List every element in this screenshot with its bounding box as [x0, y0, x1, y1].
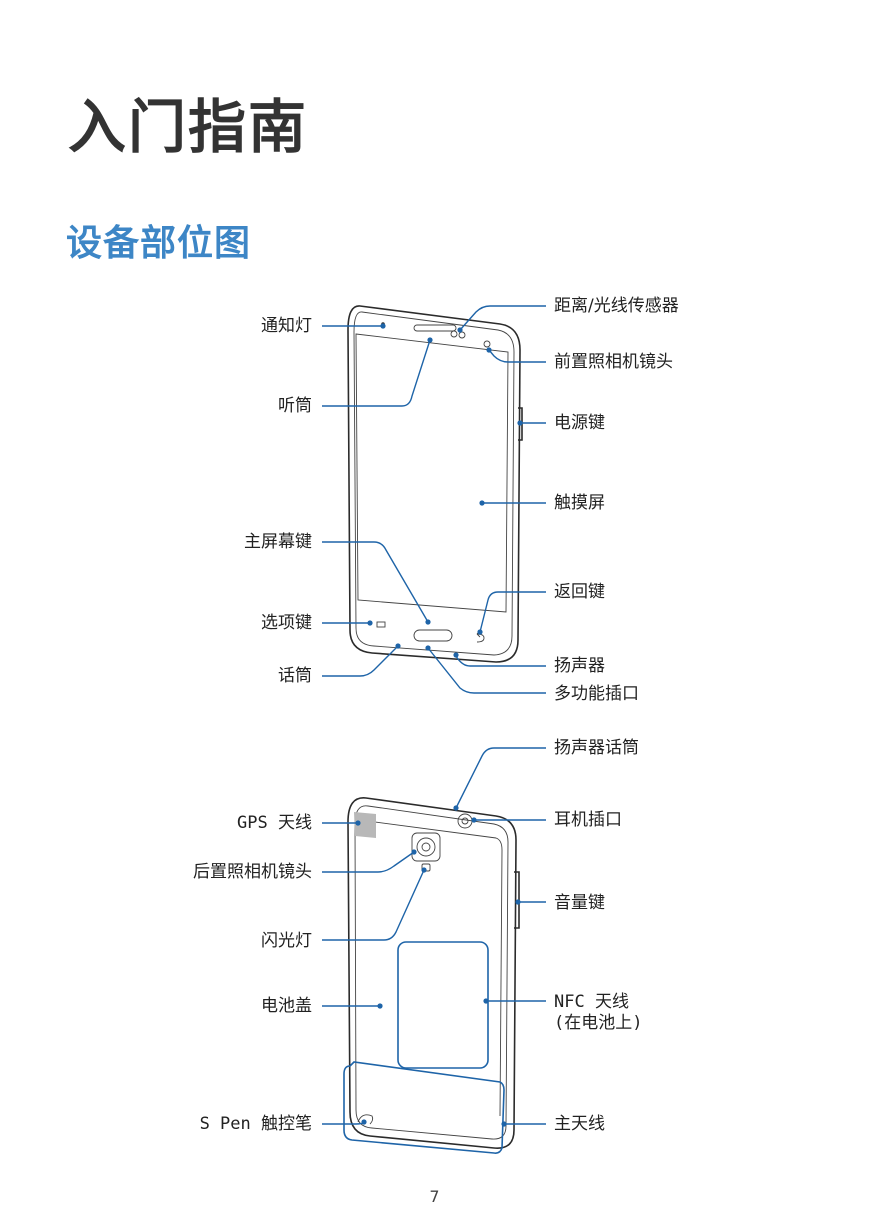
label-main-antenna: 主天线 [554, 1114, 605, 1134]
phone-back-illustration [343, 797, 520, 1154]
proximity-sensor-icon [450, 330, 458, 338]
label-home-key: 主屏幕键 [244, 532, 312, 552]
menu-key-icon [376, 621, 386, 628]
s-pen-icon [357, 1114, 374, 1125]
label-touch-screen: 触摸屏 [554, 493, 605, 513]
label-rear-camera: 后置照相机镜头 [193, 862, 312, 882]
label-menu-key: 选项键 [261, 613, 312, 633]
home-key-shape [413, 629, 453, 642]
label-flash: 闪光灯 [261, 931, 312, 951]
label-microphone: 话筒 [278, 666, 312, 686]
section-title: 设备部位图 [66, 223, 252, 264]
chapter-title: 入门指南 [68, 93, 309, 161]
back-leaders [322, 747, 546, 1127]
nfc-antenna-area [397, 941, 489, 1069]
label-multipurpose-jack: 多功能插口 [554, 684, 639, 704]
rear-camera-icon [411, 832, 441, 862]
label-back-cover: 电池盖 [261, 996, 312, 1016]
front-leaders [322, 305, 546, 694]
label-speaker-mic: 扬声器话筒 [554, 738, 639, 758]
phone-front-illustration [347, 305, 523, 663]
label-power-key: 电源键 [554, 413, 605, 433]
label-gps-antenna: GPS 天线 [237, 813, 312, 833]
label-nfc-antenna-note: (在电池上) [554, 1013, 643, 1033]
label-nfc-antenna: NFC 天线 [554, 992, 629, 1012]
label-receiver: 听筒 [278, 396, 312, 416]
front-camera-icon [483, 340, 491, 348]
label-volume-key: 音量键 [554, 893, 605, 913]
label-back-key: 返回键 [554, 582, 605, 602]
label-notification-light: 通知灯 [261, 316, 312, 336]
page-number: 7 [429, 1187, 440, 1206]
receiver-grille [413, 324, 457, 332]
label-proximity-sensor: 距离/光线传感器 [554, 296, 679, 316]
label-speaker: 扬声器 [554, 656, 605, 676]
label-headset-jack: 耳机插口 [554, 810, 622, 830]
label-s-pen: S Pen 触控笔 [199, 1114, 312, 1134]
gps-antenna-area [354, 812, 376, 838]
main-antenna-area [343, 1061, 505, 1154]
label-front-camera: 前置照相机镜头 [554, 352, 673, 372]
